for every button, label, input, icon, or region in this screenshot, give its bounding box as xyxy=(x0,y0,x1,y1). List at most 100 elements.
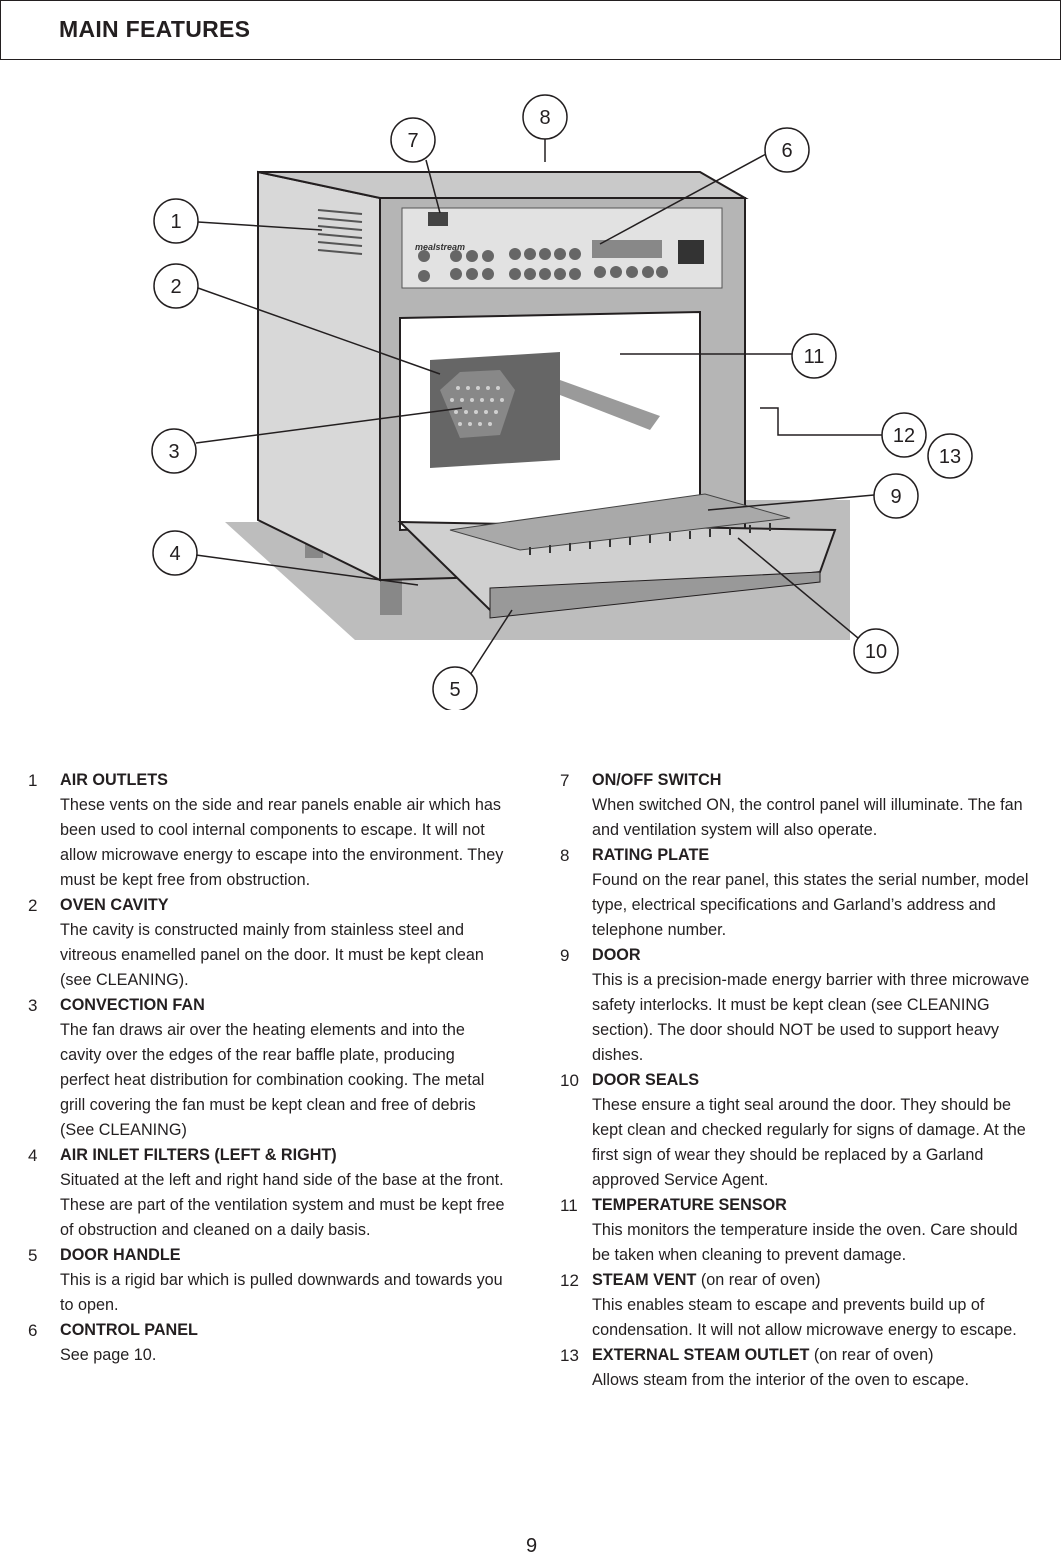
svg-text:9: 9 xyxy=(890,486,901,508)
feature-number: 1 xyxy=(28,771,38,790)
callout-11: 11 xyxy=(791,333,837,379)
feature-number: 3 xyxy=(28,996,38,1015)
feature-door-seals: 10 DOOR SEALS These ensure a tight seal … xyxy=(560,1068,1040,1193)
callout-12: 12 xyxy=(881,412,927,458)
feature-description: These ensure a tight seal around the doo… xyxy=(592,1096,1026,1189)
feature-door-handle: 5 DOOR HANDLE This is a rigid bar which … xyxy=(28,1243,508,1318)
fan-grill-holes xyxy=(450,386,504,426)
feature-title: ON/OFF SWITCH xyxy=(592,771,722,789)
oven-leg-left-front xyxy=(380,580,402,615)
feature-description: The fan draws air over the heating eleme… xyxy=(60,1021,485,1139)
feature-on-off-switch: 7 ON/OFF SWITCH When switched ON, the co… xyxy=(560,768,1040,843)
feature-title: EXTERNAL STEAM OUTLET xyxy=(592,1346,810,1364)
feature-description: When switched ON, the control panel will… xyxy=(592,796,1023,839)
feature-title: TEMPERATURE SENSOR xyxy=(592,1196,787,1214)
feature-number: 4 xyxy=(28,1146,38,1165)
feature-number: 5 xyxy=(28,1246,38,1265)
feature-steam-vent: 12 STEAM VENT (on rear of oven) This ena… xyxy=(560,1268,1040,1343)
svg-text:5: 5 xyxy=(449,679,460,701)
feature-title: AIR OUTLETS xyxy=(60,771,168,789)
svg-text:10: 10 xyxy=(865,641,887,663)
feature-number: 13 xyxy=(560,1346,579,1365)
feature-title: OVEN CAVITY xyxy=(60,896,169,914)
feature-convection-fan: 3 CONVECTION FAN The fan draws air over … xyxy=(28,993,508,1143)
svg-text:6: 6 xyxy=(781,140,792,162)
callout-6: 6 xyxy=(764,127,810,173)
svg-text:13: 13 xyxy=(939,446,961,468)
oven-diagram: mealstream xyxy=(0,90,1063,712)
feature-number: 7 xyxy=(560,771,570,790)
feature-description: See page 10. xyxy=(60,1346,157,1364)
feature-number: 2 xyxy=(28,896,38,915)
feature-number: 12 xyxy=(560,1271,579,1290)
control-buttons xyxy=(418,248,668,282)
feature-number: 10 xyxy=(560,1071,579,1090)
svg-text:11: 11 xyxy=(804,346,825,368)
feature-description: Found on the rear panel, this states the… xyxy=(592,871,1029,939)
feature-description: These vents on the side and rear panels … xyxy=(60,796,504,889)
callout-13: 13 xyxy=(927,433,973,479)
feature-description: The cavity is constructed mainly from st… xyxy=(60,921,484,989)
callout-5: 5 xyxy=(432,666,478,712)
feature-control-panel: 6 CONTROL PANEL See page 10. xyxy=(28,1318,508,1368)
feature-description: This is a rigid bar which is pulled down… xyxy=(60,1271,503,1314)
feature-note: (on rear of oven) xyxy=(809,1346,934,1364)
svg-text:12: 12 xyxy=(893,425,915,447)
svg-text:4: 4 xyxy=(169,543,180,565)
callout-1: 1 xyxy=(153,198,199,244)
door-tray xyxy=(449,493,791,551)
svg-text:7: 7 xyxy=(407,130,418,152)
feature-description: This monitors the temperature inside the… xyxy=(592,1221,1018,1264)
control-display xyxy=(592,240,662,258)
feature-title: DOOR HANDLE xyxy=(60,1246,181,1264)
feature-title: AIR INLET FILTERS (LEFT & RIGHT) xyxy=(60,1146,337,1164)
svg-text:8: 8 xyxy=(539,107,550,129)
feature-description: Situated at the left and right hand side… xyxy=(60,1171,505,1239)
feature-title: CONTROL PANEL xyxy=(60,1321,198,1339)
feature-external-steam-outlet: 13 EXTERNAL STEAM OUTLET (on rear of ove… xyxy=(560,1343,1040,1393)
feature-air-outlets: 1 AIR OUTLETS These vents on the side an… xyxy=(28,768,508,893)
callout-8: 8 xyxy=(522,94,568,140)
air-vents xyxy=(317,209,363,255)
on-off-switch xyxy=(428,212,448,226)
callout-3: 3 xyxy=(151,428,197,474)
header-box: MAIN FEATURES xyxy=(0,0,1061,60)
feature-air-inlet-filters: 4 AIR INLET FILTERS (LEFT & RIGHT) Situa… xyxy=(28,1143,508,1243)
features-column-right: 7 ON/OFF SWITCH When switched ON, the co… xyxy=(560,768,1040,1393)
oven-illustration: mealstream xyxy=(151,94,973,712)
svg-text:2: 2 xyxy=(170,276,181,298)
callout-10: 10 xyxy=(853,628,899,674)
feature-title: CONVECTION FAN xyxy=(60,996,205,1014)
feature-number: 8 xyxy=(560,846,570,865)
feature-number: 9 xyxy=(560,946,570,965)
feature-title: RATING PLATE xyxy=(592,846,710,864)
feature-title: DOOR xyxy=(592,946,641,964)
feature-title: DOOR SEALS xyxy=(592,1071,700,1089)
feature-description: This is a precision-made energy barrier … xyxy=(592,971,1030,1064)
feature-rating-plate: 8 RATING PLATE Found on the rear panel, … xyxy=(560,843,1040,943)
feature-description: This enables steam to escape and prevent… xyxy=(592,1296,1017,1339)
callout-9: 9 xyxy=(873,473,919,519)
feature-temperature-sensor: 11 TEMPERATURE SENSOR This monitors the … xyxy=(560,1193,1040,1268)
door-handle xyxy=(489,571,821,619)
svg-text:3: 3 xyxy=(168,441,179,463)
display-window xyxy=(678,240,704,264)
door-seals xyxy=(529,523,771,555)
feature-note: (on rear of oven) xyxy=(696,1271,821,1289)
feature-number: 11 xyxy=(560,1196,578,1215)
feature-title: STEAM VENT xyxy=(592,1271,697,1289)
callout-7: 7 xyxy=(390,117,436,163)
callout-2: 2 xyxy=(153,263,199,309)
svg-text:1: 1 xyxy=(170,211,181,233)
page-number: 9 xyxy=(525,1535,538,1557)
features-column-left: 1 AIR OUTLETS These vents on the side an… xyxy=(28,768,508,1368)
feature-description: Allows steam from the interior of the ov… xyxy=(592,1371,969,1389)
feature-number: 6 xyxy=(28,1321,38,1340)
leader-lines xyxy=(195,138,882,676)
page-title: MAIN FEATURES xyxy=(59,16,251,42)
brand-text: mealstream xyxy=(415,242,465,252)
callout-4: 4 xyxy=(152,530,198,576)
feature-door: 9 DOOR This is a precision-made energy b… xyxy=(560,943,1040,1068)
feature-oven-cavity: 2 OVEN CAVITY The cavity is constructed … xyxy=(28,893,508,993)
cavity-rail xyxy=(560,380,660,430)
